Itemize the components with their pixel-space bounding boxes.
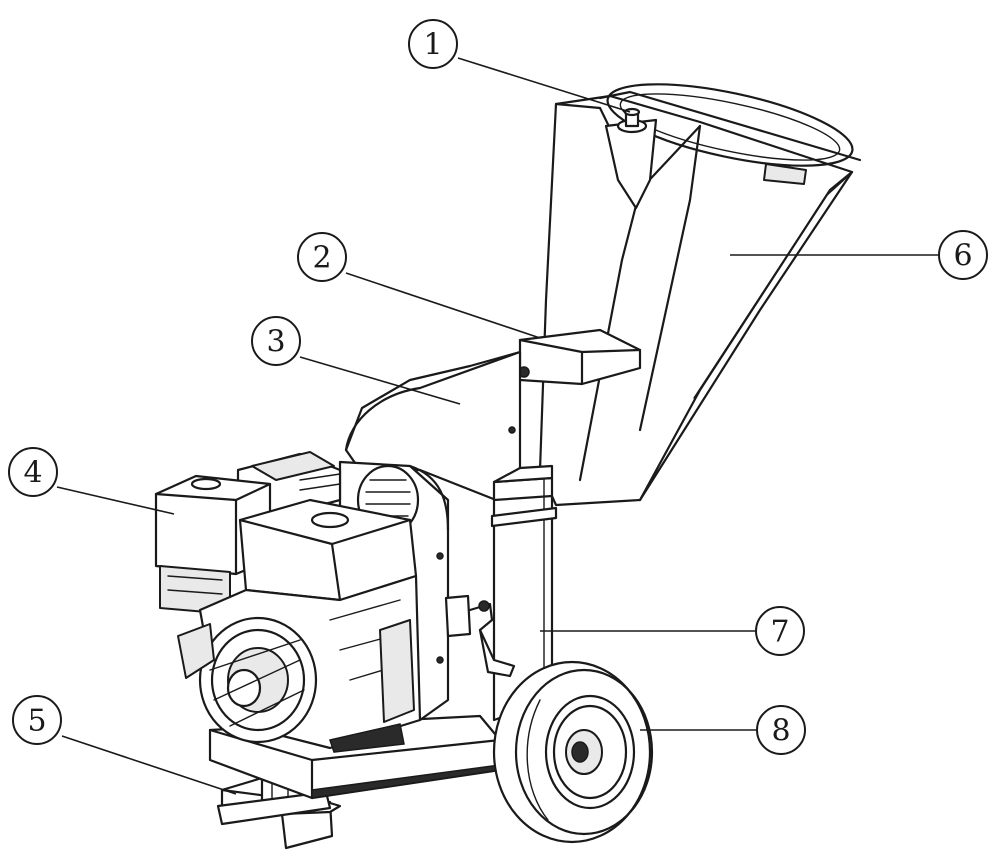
callout-3-label: 3 [266,325,285,360]
callout-1: 1 [408,19,458,69]
callout-5-label: 5 [27,704,46,739]
wheel [492,660,654,844]
callout-7-label: 7 [770,615,789,650]
discharge-body [490,464,558,722]
callout-7: 7 [755,606,805,656]
tension-lever [444,594,516,678]
callout-2-label: 2 [312,241,331,276]
engine [154,451,422,753]
callout-4: 4 [8,447,58,497]
leader-lines [56,57,939,795]
callout-6-label: 6 [953,239,972,274]
callout-2: 2 [297,232,347,282]
callout-1-label: 1 [423,28,442,63]
callout-6: 6 [938,230,988,280]
callout-4-label: 4 [23,456,42,491]
callout-5: 5 [12,695,62,745]
callout-3: 3 [251,316,301,366]
feed-hopper [538,83,862,507]
callout-8-label: 8 [771,714,790,749]
callout-8: 8 [756,705,806,755]
